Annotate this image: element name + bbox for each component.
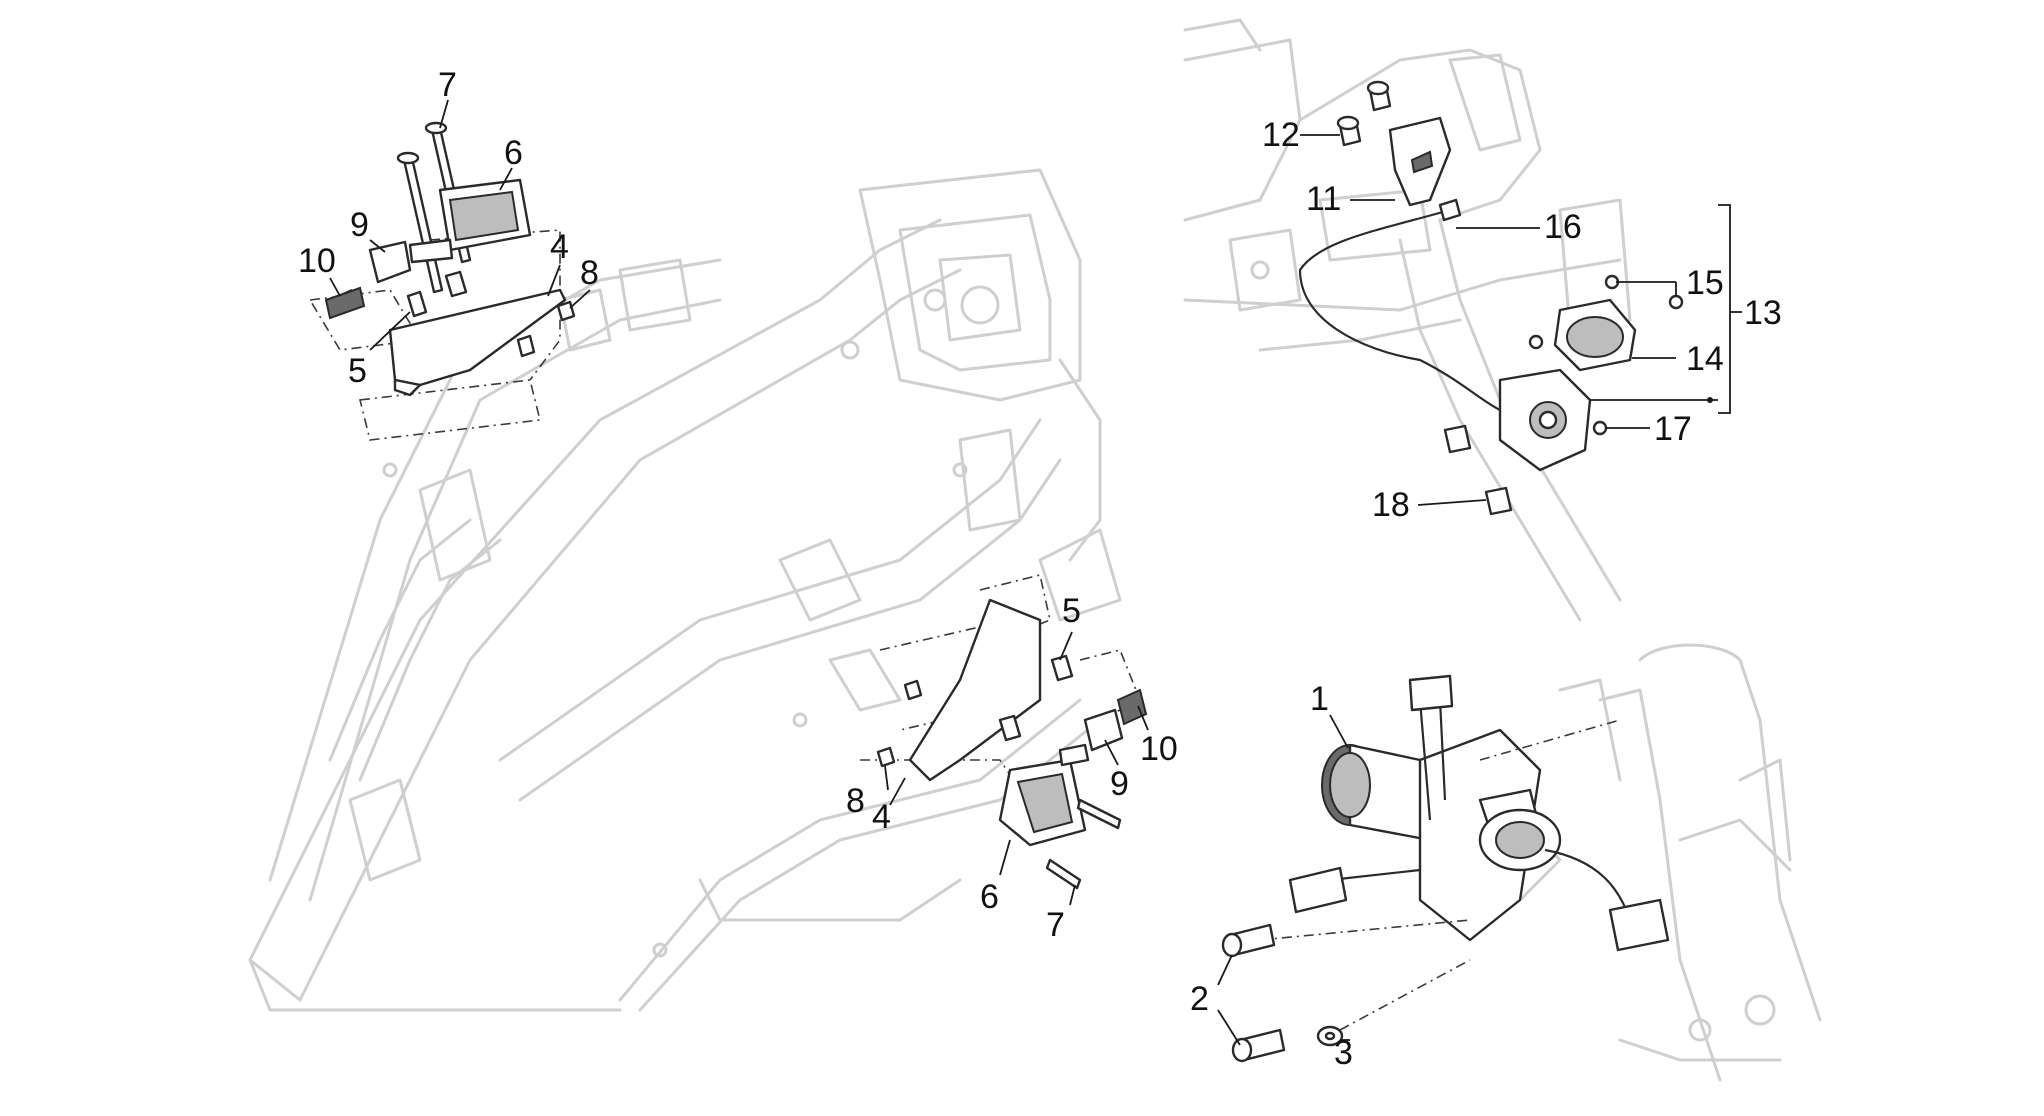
- leader-lines: [329, 99, 1742, 1046]
- callout-16: 16: [1544, 208, 1582, 246]
- ignition-switch-assembly: [1221, 674, 1670, 1063]
- callout-18: 18: [1372, 486, 1410, 524]
- callout-5-upper: 5: [348, 352, 367, 390]
- callout-11: 11: [1306, 180, 1341, 218]
- callout-8-upper: 8: [580, 254, 599, 292]
- callout-17: 17: [1654, 410, 1692, 448]
- lower-right-frame-ghost: [1458, 643, 1822, 1082]
- callout-labels: 7 6 9 10 4 8 5 5 10 9 8 4 6 7 12 11 16 1…: [298, 66, 1782, 1072]
- scooter-frame-ghost: [248, 168, 1122, 1012]
- callout-3: 3: [1334, 1034, 1353, 1072]
- callout-6-center: 6: [980, 878, 999, 916]
- callout-1: 1: [1310, 680, 1329, 718]
- callout-4-upper: 4: [550, 228, 569, 266]
- seat-lock-cable-assembly: [1298, 80, 1684, 516]
- center-actuator-assembly: [860, 574, 1148, 890]
- upper-left-actuator-assembly: [308, 121, 576, 441]
- callout-9-center: 9: [1110, 765, 1129, 803]
- callout-15: 15: [1686, 264, 1724, 302]
- callout-10-center: 10: [1140, 730, 1178, 768]
- callout-7-center: 7: [1046, 906, 1065, 944]
- callout-6-upper: 6: [504, 134, 523, 172]
- callout-8-center: 8: [846, 782, 865, 820]
- callout-5-center: 5: [1062, 592, 1081, 630]
- upper-right-frame-ghost: [1183, 18, 1632, 622]
- callout-7-upper: 7: [438, 66, 457, 104]
- callout-9-upper: 9: [350, 206, 369, 244]
- callout-10-upper: 10: [298, 242, 336, 280]
- callout-14: 14: [1686, 340, 1724, 378]
- callout-2: 2: [1190, 980, 1209, 1018]
- callout-13: 13: [1744, 294, 1782, 332]
- callout-4-center: 4: [872, 798, 891, 836]
- callout-12: 12: [1262, 116, 1300, 154]
